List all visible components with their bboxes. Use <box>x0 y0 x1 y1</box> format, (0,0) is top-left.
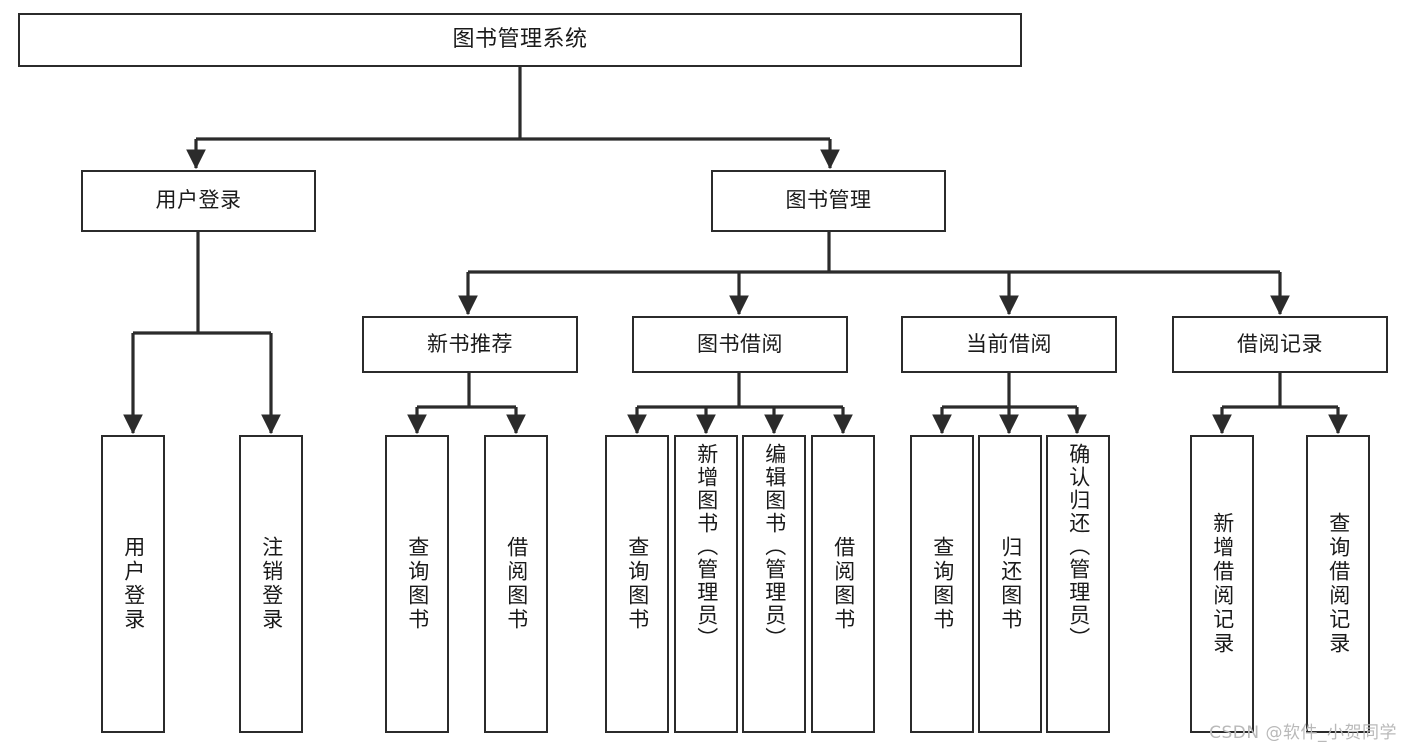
node-new-book-recommend[interactable]: 新书推荐 <box>362 316 578 373</box>
node-leaf-borrow-record-add[interactable]: 新增借阅记录 <box>1190 435 1254 733</box>
node-leaf-new-book-borrow[interactable]: 借阅图书 <box>484 435 548 733</box>
node-current-borrow-label: 当前借阅 <box>966 331 1052 356</box>
node-book-management[interactable]: 图书管理 <box>711 170 946 232</box>
node-leaf-book-borrow-borrow[interactable]: 借阅图书 <box>811 435 875 733</box>
node-borrow-record[interactable]: 借阅记录 <box>1172 316 1388 373</box>
node-leaf-book-borrow-add[interactable]: 新增图书（管理员） <box>674 435 738 733</box>
node-leaf-current-borrow-query[interactable]: 查询图书 <box>910 435 974 733</box>
node-root-system-label: 图书管理系统 <box>452 26 588 52</box>
node-leaf-borrow-record-query[interactable]: 查询借阅记录 <box>1306 435 1370 733</box>
node-leaf-current-borrow-return-label: 归还图书 <box>998 536 1023 632</box>
node-leaf-user-login-logout[interactable]: 注销登录 <box>239 435 303 733</box>
node-root-system[interactable]: 图书管理系统 <box>18 13 1022 67</box>
node-leaf-book-borrow-add-label: 新增图书（管理员） <box>694 443 719 650</box>
node-leaf-book-borrow-borrow-label: 借阅图书 <box>831 536 856 632</box>
node-user-login-label: 用户登录 <box>155 188 242 213</box>
node-user-login[interactable]: 用户登录 <box>81 170 316 232</box>
node-leaf-user-login-logout-label: 注销登录 <box>259 536 284 632</box>
node-leaf-user-login-login[interactable]: 用户登录 <box>101 435 165 733</box>
node-leaf-borrow-record-query-label: 查询借阅记录 <box>1326 512 1351 656</box>
node-leaf-book-borrow-query-label: 查询图书 <box>625 536 650 632</box>
node-leaf-book-borrow-edit[interactable]: 编辑图书（管理员） <box>742 435 806 733</box>
node-book-management-label: 图书管理 <box>785 188 872 213</box>
node-new-book-recommend-label: 新书推荐 <box>427 331 513 356</box>
node-current-borrow[interactable]: 当前借阅 <box>901 316 1117 373</box>
node-leaf-current-borrow-confirm-label: 确认归还（管理员） <box>1066 443 1091 650</box>
node-leaf-current-borrow-query-label: 查询图书 <box>930 536 955 632</box>
node-leaf-book-borrow-query[interactable]: 查询图书 <box>605 435 669 733</box>
node-leaf-current-borrow-confirm[interactable]: 确认归还（管理员） <box>1046 435 1110 733</box>
node-leaf-borrow-record-add-label: 新增借阅记录 <box>1210 512 1235 656</box>
node-leaf-current-borrow-return[interactable]: 归还图书 <box>978 435 1042 733</box>
node-leaf-new-book-query-label: 查询图书 <box>405 536 430 632</box>
node-leaf-book-borrow-edit-label: 编辑图书（管理员） <box>762 443 787 650</box>
node-book-borrow-label: 图书借阅 <box>697 331 783 356</box>
node-borrow-record-label: 借阅记录 <box>1237 331 1323 356</box>
watermark-text: CSDN @软件_小贺同学 <box>1209 723 1397 743</box>
node-leaf-new-book-borrow-label: 借阅图书 <box>504 536 529 632</box>
node-book-borrow[interactable]: 图书借阅 <box>632 316 848 373</box>
node-leaf-user-login-login-label: 用户登录 <box>121 536 146 632</box>
node-leaf-new-book-query[interactable]: 查询图书 <box>385 435 449 733</box>
